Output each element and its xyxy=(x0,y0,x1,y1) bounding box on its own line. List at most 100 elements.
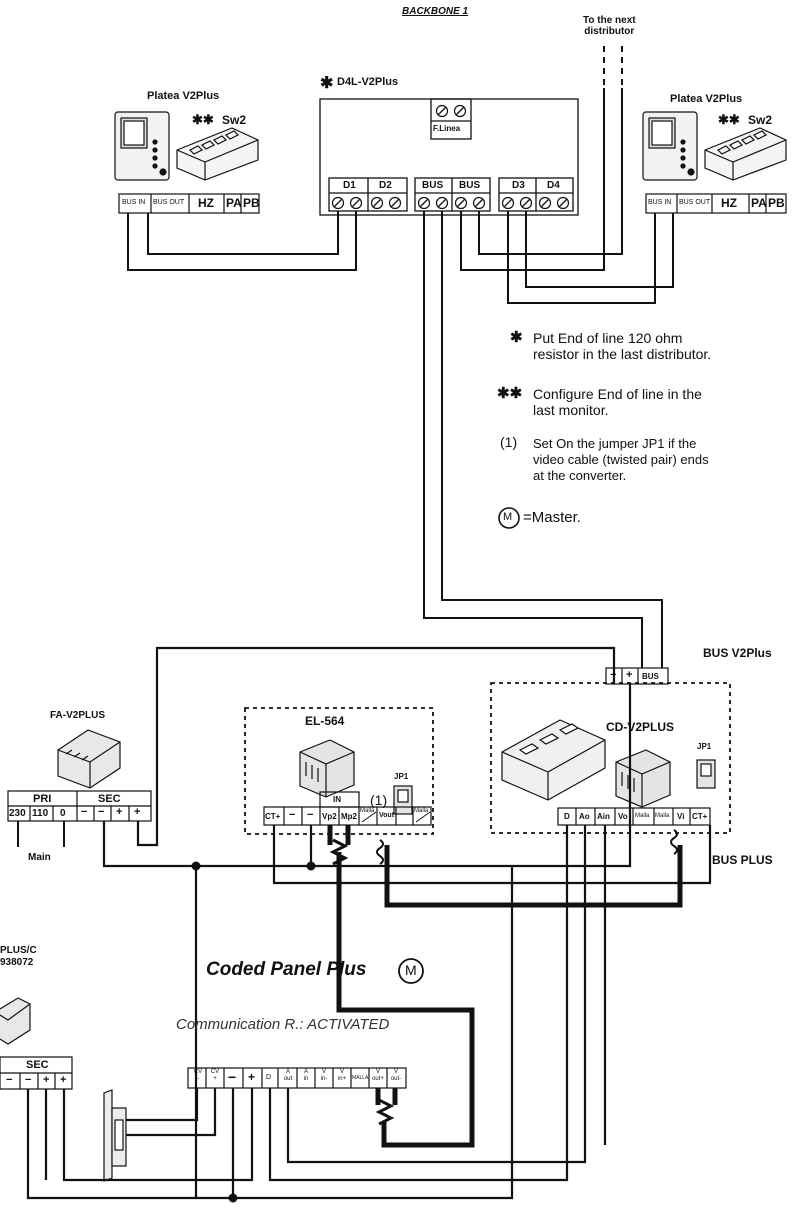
panel-term-label: A xyxy=(285,1069,290,1075)
distributor-asterisk: ✱ xyxy=(320,75,334,92)
plusc-sec: SEC xyxy=(26,1059,49,1071)
plusc-term-minus1: − xyxy=(6,1074,13,1086)
note1-star: ✱ xyxy=(510,329,523,346)
plusc-term-plus2: + xyxy=(60,1074,67,1086)
panel-title: Coded Panel Plus xyxy=(206,959,367,980)
panel-term-malla: MALLA xyxy=(352,1075,369,1081)
fa-term-minus2: − xyxy=(98,806,105,818)
cd-term-vi: Vi xyxy=(677,812,685,821)
cd-v2plus-box xyxy=(490,682,731,834)
plusc-code: 938072 xyxy=(0,957,34,968)
monitor-left-term-busin: BUS IN xyxy=(122,199,146,206)
el564-term-mp2: Mp2 xyxy=(341,812,357,821)
panel-term-label: V xyxy=(321,1069,326,1075)
plusc-title: PLUS/C xyxy=(0,945,37,956)
el564-term-ctplus: CT+ xyxy=(265,812,281,821)
fa-pri: PRI xyxy=(33,793,52,805)
fa-term-minus1: − xyxy=(81,806,88,818)
monitor-right-sw: Sw2 xyxy=(748,113,773,127)
panel-term-sub: out+ xyxy=(372,1076,384,1082)
el564-terminals xyxy=(263,791,432,826)
bus-v2plus-label: BUS V2Plus xyxy=(703,646,772,660)
next-distributor-dashes xyxy=(603,46,623,90)
panel-term-sub: in+ xyxy=(337,1076,347,1082)
panel-term-cv-plus: CV+ xyxy=(208,1069,222,1083)
fa-v2plus-terminals xyxy=(7,790,152,822)
note3-text: Set On the jumper JP1 if the video cable… xyxy=(533,436,709,483)
next-distributor-label: To the next distributor xyxy=(583,15,636,37)
monitor-left-title: Platea V2Plus xyxy=(147,90,220,102)
distributor-box xyxy=(319,98,579,216)
panel-term-plus: + xyxy=(248,1070,256,1084)
panel-comm-status: Communication R.: ACTIVATED xyxy=(176,1016,390,1033)
monitor-right-term-pa: PA xyxy=(751,196,767,210)
dist-term-d1: D1 xyxy=(343,180,356,191)
cd-bus-minus: − xyxy=(610,669,617,681)
el564-term-vp2: Vp2 xyxy=(322,812,337,821)
monitor-right-terminals xyxy=(645,193,787,214)
cd-term-malla2: Malla xyxy=(655,813,670,819)
plusc-device xyxy=(0,997,31,1045)
fa-term-110: 110 xyxy=(32,808,49,819)
twisted-pair-wiring xyxy=(327,825,683,1148)
fa-title: FA-V2PLUS xyxy=(50,710,106,721)
panel-term-sub: out xyxy=(283,1076,293,1082)
monitor-right-term-pb: PB xyxy=(768,196,785,210)
cd-bus-terminals xyxy=(605,667,669,685)
fa-main-label: Main xyxy=(28,852,51,863)
dist-term-bus2: BUS xyxy=(459,180,481,191)
note2-stars: ✱✱ xyxy=(497,385,523,402)
master-symbol-note xyxy=(498,507,520,529)
monitor-right-term-busout: BUS OUT xyxy=(679,199,711,206)
panel-term-sub: in- xyxy=(320,1076,328,1082)
panel-term-sub: + xyxy=(213,1076,217,1082)
master-symbol-panel xyxy=(398,958,424,984)
cd-term-d: D xyxy=(564,812,570,821)
monitor-left-device xyxy=(114,111,259,181)
cd-term-malla1: Malla xyxy=(635,813,650,819)
monitor-right-term-hz: HZ xyxy=(721,196,737,210)
panel-term-label: V xyxy=(339,1069,344,1075)
el564-title: EL-564 xyxy=(305,714,345,728)
monitor-right-title: Platea V2Plus xyxy=(670,93,743,105)
panel-term-label: CV xyxy=(193,1069,203,1075)
lower-wiring xyxy=(26,646,712,1200)
monitor-left-term-hz: HZ xyxy=(198,196,214,210)
dist-term-d4: D4 xyxy=(547,180,560,191)
dist-term-d3: D3 xyxy=(512,180,525,191)
fa-term-0: 0 xyxy=(60,808,66,819)
dist-term-d2: D2 xyxy=(379,180,392,191)
el564-term-malla1: Malla xyxy=(360,808,375,814)
panel-term-cv-minus: CV- xyxy=(191,1069,205,1083)
note3-mark: (1) xyxy=(500,434,518,450)
door-lock xyxy=(103,1089,127,1182)
backbone-label: BACKBONE 1 xyxy=(402,6,469,17)
panel-term-label: V xyxy=(393,1069,398,1075)
panel-terminals xyxy=(187,1067,407,1089)
note1-text: Put End of line 120 ohm resistor in the … xyxy=(533,330,712,362)
cd-term-ctplus: CT+ xyxy=(692,812,708,821)
twist-markers xyxy=(191,829,678,1203)
cd-term-vo: Vo xyxy=(618,812,628,821)
el564-term-vout: Vout xyxy=(379,812,395,819)
cd-jp1: JP1 xyxy=(697,742,712,751)
main-leads xyxy=(17,821,65,847)
dist-term-bus1: BUS xyxy=(422,180,444,191)
el564-in: IN xyxy=(333,795,341,804)
panel-term-d: D xyxy=(266,1074,272,1081)
panel-term-label: V xyxy=(375,1069,380,1075)
cd-term-ain: Ain xyxy=(597,812,610,821)
fa-v2plus-device xyxy=(57,729,121,789)
panel-term-minus: − xyxy=(228,1069,237,1085)
monitor-left-term-pb: PB xyxy=(243,196,260,210)
plusc-term-plus1: + xyxy=(43,1074,50,1086)
cd-bus-plus: + xyxy=(626,669,633,681)
panel-term-sub: in xyxy=(303,1076,309,1082)
cd-terminals xyxy=(557,807,711,826)
